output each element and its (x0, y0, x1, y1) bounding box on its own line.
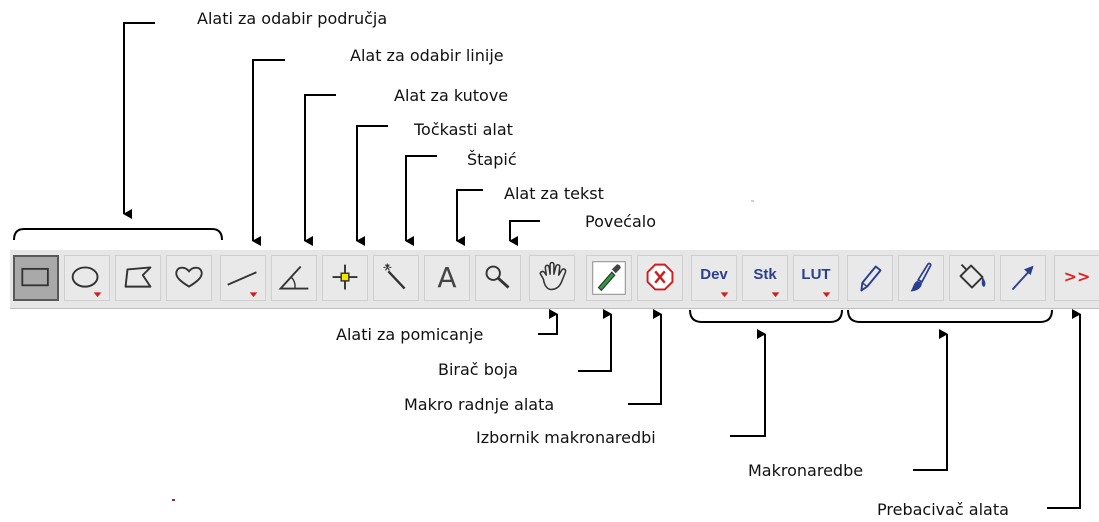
text-a-icon: A (437, 261, 457, 294)
polygon-tool-button[interactable] (115, 255, 161, 301)
label-macros: Makronaredbe (748, 461, 864, 480)
label-area-tools: Alati za odabir područja (197, 9, 388, 28)
eyedropper-icon (592, 261, 626, 295)
color-picker-tool-button[interactable] (586, 255, 632, 301)
dropdown-arrow-icon (822, 292, 831, 298)
label-angle-tool: Alat za kutove (394, 86, 509, 105)
bracket-macro-menu (689, 309, 843, 323)
stray-dot (172, 499, 175, 501)
oval-tool-button[interactable] (64, 255, 110, 301)
paintbrush-icon (910, 262, 932, 292)
paint-bucket-icon (959, 263, 986, 289)
dropdown-arrow-icon (720, 292, 729, 298)
arrow-point-tool (356, 125, 388, 246)
arrow-tool-switcher (1047, 309, 1081, 509)
tool-switcher-button[interactable]: >> (1054, 255, 1099, 301)
stray-dot (751, 200, 754, 202)
rectangle-icon (21, 267, 49, 287)
pencil-icon (860, 265, 882, 292)
freehand-icon (175, 266, 203, 288)
dropdown-arrow-icon (771, 292, 780, 298)
label-scroll-tool: Alati za pomicanje (336, 325, 484, 344)
lut-label: LUT (801, 266, 831, 283)
magic-wand-icon (383, 263, 406, 290)
dev-menu-button[interactable]: Dev (691, 255, 737, 301)
macro-x-icon (646, 263, 674, 291)
dev-label: Dev (700, 266, 728, 283)
arrow-magnifier (509, 220, 540, 246)
label-macro-menu: Izbornik makronaredbi (476, 428, 656, 447)
angle-tool-button[interactable] (271, 255, 317, 301)
angle-icon (278, 265, 309, 290)
arrow-tool-button[interactable] (1000, 255, 1046, 301)
double-chevron-right-icon: >> (1063, 267, 1091, 286)
arrow-text-tool (456, 189, 483, 246)
arrow-color-picker (578, 309, 612, 372)
lut-menu-button[interactable]: LUT (793, 255, 839, 301)
polygon-icon (124, 266, 152, 288)
brush-tool-button[interactable] (898, 255, 944, 301)
magnifying-glass-icon (485, 265, 510, 289)
imagej-toolbar: A Dev Stk (10, 249, 1099, 309)
label-tool-switcher: Prebacivač alata (877, 500, 1009, 519)
flood-fill-tool-button[interactable] (949, 255, 995, 301)
stk-menu-button[interactable]: Stk (742, 255, 788, 301)
label-macro-actions: Makro radnje alata (404, 395, 555, 414)
arrow-macro-actions (628, 309, 662, 405)
bracket-macros (847, 309, 1053, 323)
macro-action-tool-button[interactable] (637, 255, 683, 301)
freehand-tool-button[interactable] (166, 255, 212, 301)
crosshair-point-icon (332, 264, 358, 290)
straight-line-icon (227, 271, 258, 298)
scroll-tool-button[interactable] (529, 255, 575, 301)
label-wand-tool: Štapić (467, 150, 517, 169)
label-point-tool: Točkasti alat (414, 120, 513, 139)
stk-label: Stk (753, 266, 777, 283)
pencil-tool-button[interactable] (847, 255, 893, 301)
label-color-picker: Birač boja (438, 360, 518, 379)
text-tool-button[interactable]: A (424, 255, 470, 301)
wand-tool-button[interactable] (373, 255, 419, 301)
arrow-wand (405, 155, 437, 246)
line-tool-button[interactable] (220, 255, 266, 301)
arrow-area-tools (123, 22, 155, 219)
arrow-icon (1011, 265, 1034, 291)
arrow-macros (913, 329, 948, 471)
rectangle-tool-button[interactable] (13, 255, 59, 301)
arrow-line-tool (252, 59, 285, 246)
arrow-angle-tool (304, 94, 336, 246)
hand-icon (539, 261, 567, 291)
label-magnifier: Povećalo (585, 212, 657, 231)
bracket-area-tools (13, 228, 223, 241)
label-line-tool: Alat za odabir linije (350, 46, 504, 65)
magnifier-tool-button[interactable] (475, 255, 521, 301)
arrow-scroll-tool (538, 309, 558, 335)
arrow-macro-menu (730, 329, 766, 437)
label-text-tool: Alat za tekst (504, 184, 604, 203)
point-tool-button[interactable] (322, 255, 368, 301)
oval-icon (71, 266, 102, 298)
